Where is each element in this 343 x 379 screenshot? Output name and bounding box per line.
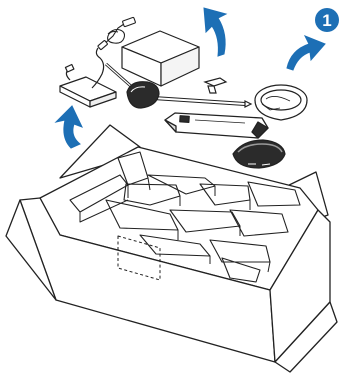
unpack-arrow-center-icon bbox=[204, 8, 226, 56]
accessory-box bbox=[122, 31, 199, 86]
shipping-box bbox=[6, 125, 337, 372]
unpack-arrow-right-icon bbox=[287, 36, 325, 70]
step-badge: 1 bbox=[315, 8, 339, 32]
docking-base bbox=[127, 82, 159, 108]
small-bracket bbox=[205, 78, 226, 93]
round-cap bbox=[255, 85, 307, 120]
power-adapter bbox=[60, 48, 116, 107]
unpack-arrow-left-icon bbox=[56, 106, 82, 148]
step-badge-number: 1 bbox=[322, 11, 331, 30]
vacuum-body bbox=[165, 113, 268, 138]
floor-head bbox=[233, 140, 285, 168]
